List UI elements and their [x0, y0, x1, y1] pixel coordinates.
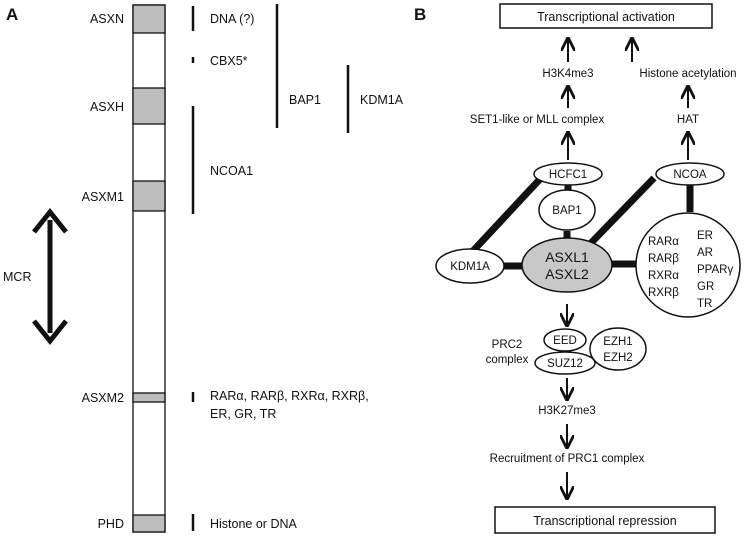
activation-box	[499, 3, 713, 29]
label-hat: HAT	[677, 114, 699, 126]
receptor-rara: RARα	[648, 236, 679, 248]
label-prc2-complex: complex	[486, 354, 529, 366]
interactor-receptors-line1: RARα, RARβ, RXRα, RXRβ,	[210, 389, 369, 403]
activation-text: Transcriptional activation	[537, 10, 675, 24]
domain-asxn	[132, 4, 166, 34]
interactor-kdm1a: KDM1A	[360, 93, 404, 107]
receptor-tr: TR	[697, 298, 712, 310]
asxl-protein-bar	[132, 4, 166, 533]
domain-asxh	[132, 87, 166, 125]
receptor-rarb: RARβ	[648, 253, 679, 265]
label-bap1: BAP1	[552, 205, 581, 217]
label-h3k27me3: H3K27me3	[538, 405, 596, 417]
node-eed	[543, 328, 587, 352]
interactor-receptors-line2: ER, GR, TR	[210, 407, 276, 421]
node-bap1	[538, 189, 596, 231]
label-ncoa: NCOA	[673, 169, 707, 181]
domain-asxm2	[132, 392, 166, 403]
label-ezh2: EZH2	[603, 352, 632, 364]
node-suz12	[534, 351, 596, 375]
panel-a-letter: A	[6, 5, 18, 24]
label-hcfc1: HCFC1	[549, 169, 587, 181]
label-asxm1: ASXM1	[82, 190, 124, 204]
label-eed: EED	[553, 335, 577, 347]
label-mcr: MCR	[3, 270, 31, 284]
mcr-double-arrow	[32, 207, 68, 346]
label-asxh: ASXH	[90, 100, 124, 114]
node-nuclear-receptors	[635, 212, 741, 318]
label-asxl2: ASXL2	[545, 266, 589, 282]
label-h3k4me3: H3K4me3	[542, 68, 593, 80]
label-phd: PHD	[98, 517, 124, 531]
receptor-rxra: RXRα	[648, 270, 679, 282]
node-hcfc1	[533, 162, 603, 186]
interactor-histone-dna: Histone or DNA	[210, 517, 297, 531]
receptor-er: ER	[697, 230, 713, 242]
node-ncoa	[655, 162, 725, 186]
domain-phd	[132, 514, 166, 533]
panel-b-letter: B	[414, 5, 426, 24]
label-prc1-recruitment: Recruitment of PRC1 complex	[490, 453, 645, 465]
label-histone-acetylation: Histone acetylation	[639, 68, 736, 80]
node-ezh	[589, 327, 647, 371]
receptor-gr: GR	[697, 281, 714, 293]
label-asxm2: ASXM2	[82, 391, 124, 405]
label-suz12: SUZ12	[547, 358, 583, 370]
label-prc2: PRC2	[492, 339, 523, 351]
interactor-cbx5: CBX5*	[210, 54, 248, 68]
node-asxl	[521, 237, 613, 293]
label-set1-complex: SET1-like or MLL complex	[470, 114, 605, 126]
interactor-ncoa1: NCOA1	[210, 164, 253, 178]
interaction-connectors	[469, 175, 694, 270]
receptor-ar: AR	[697, 247, 713, 259]
receptor-ppar: PPARγ	[697, 264, 733, 276]
label-asxn: ASXN	[90, 12, 124, 26]
label-kdm1a: KDM1A	[450, 261, 490, 273]
interactor-bap1: BAP1	[289, 93, 321, 107]
node-kdm1a	[435, 248, 505, 284]
repression-box	[494, 506, 716, 534]
receptor-rxrb: RXRβ	[648, 287, 679, 299]
label-asxl1: ASXL1	[545, 249, 589, 265]
label-ezh1: EZH1	[603, 336, 632, 348]
repression-text: Transcriptional repression	[533, 514, 676, 528]
interactor-dna: DNA (?)	[210, 12, 254, 26]
domain-asxm1	[132, 180, 166, 212]
